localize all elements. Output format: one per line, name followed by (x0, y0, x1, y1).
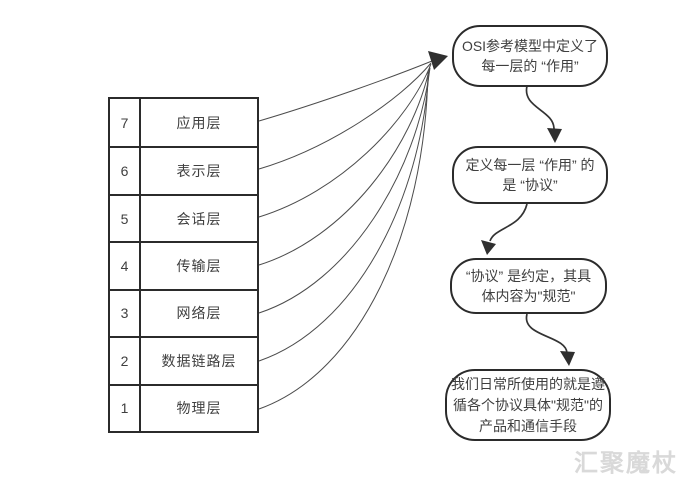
fan-line-layer6 (258, 62, 432, 170)
layer-name: 会话层 (176, 210, 222, 227)
layer-number: 7 (110, 99, 141, 147)
layer-number: 1 (110, 385, 141, 431)
flow-box-text-line: OSI参考模型中定义了 (461, 38, 599, 54)
main-arrowhead-icon (428, 51, 448, 70)
flow-box-specification: “协议” 是约定，其具 体内容为"规范" (450, 258, 607, 314)
fan-line-layer5 (258, 63, 432, 218)
fan-line-layer2 (258, 69, 430, 362)
flow-box-text-line: 产品和通信手段 (479, 417, 577, 434)
flow-box-products: 我们日常所使用的就是遵 循各个协议具体"规范"的 产品和通信手段 (445, 369, 611, 441)
arrowhead-box3-icon (481, 240, 496, 255)
table-row-layer4: 4 传输层 (110, 241, 257, 289)
flow-box-definition: OSI参考模型中定义了 每一层的 “作用” (452, 25, 608, 87)
flow-box-text-line: 定义每一层 “作用” 的 (465, 157, 595, 173)
connector-box1-box2 (525, 85, 555, 130)
layer-name: 传输层 (176, 257, 222, 274)
layer-number: 6 (110, 148, 141, 194)
flow-box-text-line: 每一层的 “作用” (481, 58, 579, 74)
layer-name: 数据链路层 (161, 352, 237, 369)
flow-box-protocol: 定义每一层 “作用” 的 是 “协议” (452, 146, 608, 204)
fan-line-layer4 (258, 65, 431, 266)
layer-number: 3 (110, 290, 141, 337)
layer-name: 表示层 (176, 163, 222, 180)
layer-number: 4 (110, 243, 141, 289)
layer-name: 应用层 (176, 114, 222, 131)
table-row-layer1: 1 物理层 (110, 383, 257, 431)
table-row-layer7: 7 应用层 (110, 99, 257, 147)
layer-name: 物理层 (176, 400, 222, 417)
fan-line-layer1 (258, 71, 429, 410)
fan-line-layer7 (258, 60, 433, 122)
connector-box3-box4 (525, 313, 568, 354)
watermark: 汇聚魔杖 (574, 450, 678, 477)
layer-name: 网络层 (176, 305, 222, 322)
table-row-layer2: 2 数据链路层 (110, 336, 257, 384)
table-row-layer5: 5 会话层 (110, 193, 257, 242)
connector-box2-box3 (489, 203, 528, 242)
table-row-layer3: 3 网络层 (110, 288, 257, 337)
flow-box-text-line: 循各个协议具体"规范"的 (453, 396, 603, 413)
layer-number: 2 (110, 338, 141, 384)
arrowhead-box4-icon (560, 351, 575, 366)
fan-line-layer3 (258, 67, 431, 314)
flow-box-text-line: “协议” 是约定，其具 (465, 268, 592, 284)
flow-box-text-line: 我们日常所使用的就是遵 (451, 375, 605, 392)
table-row-layer6: 6 表示层 (110, 146, 257, 194)
layer-number: 5 (110, 195, 141, 242)
arrowhead-box2-icon (547, 128, 562, 143)
osi-layers-table: 7 应用层 6 表示层 5 会话层 4 传输层 3 网络层 2 数据链路层 1 … (108, 97, 259, 433)
flow-box-text-line: 是 “协议” (502, 177, 558, 193)
flow-box-text-line: 体内容为"规范" (481, 288, 576, 304)
